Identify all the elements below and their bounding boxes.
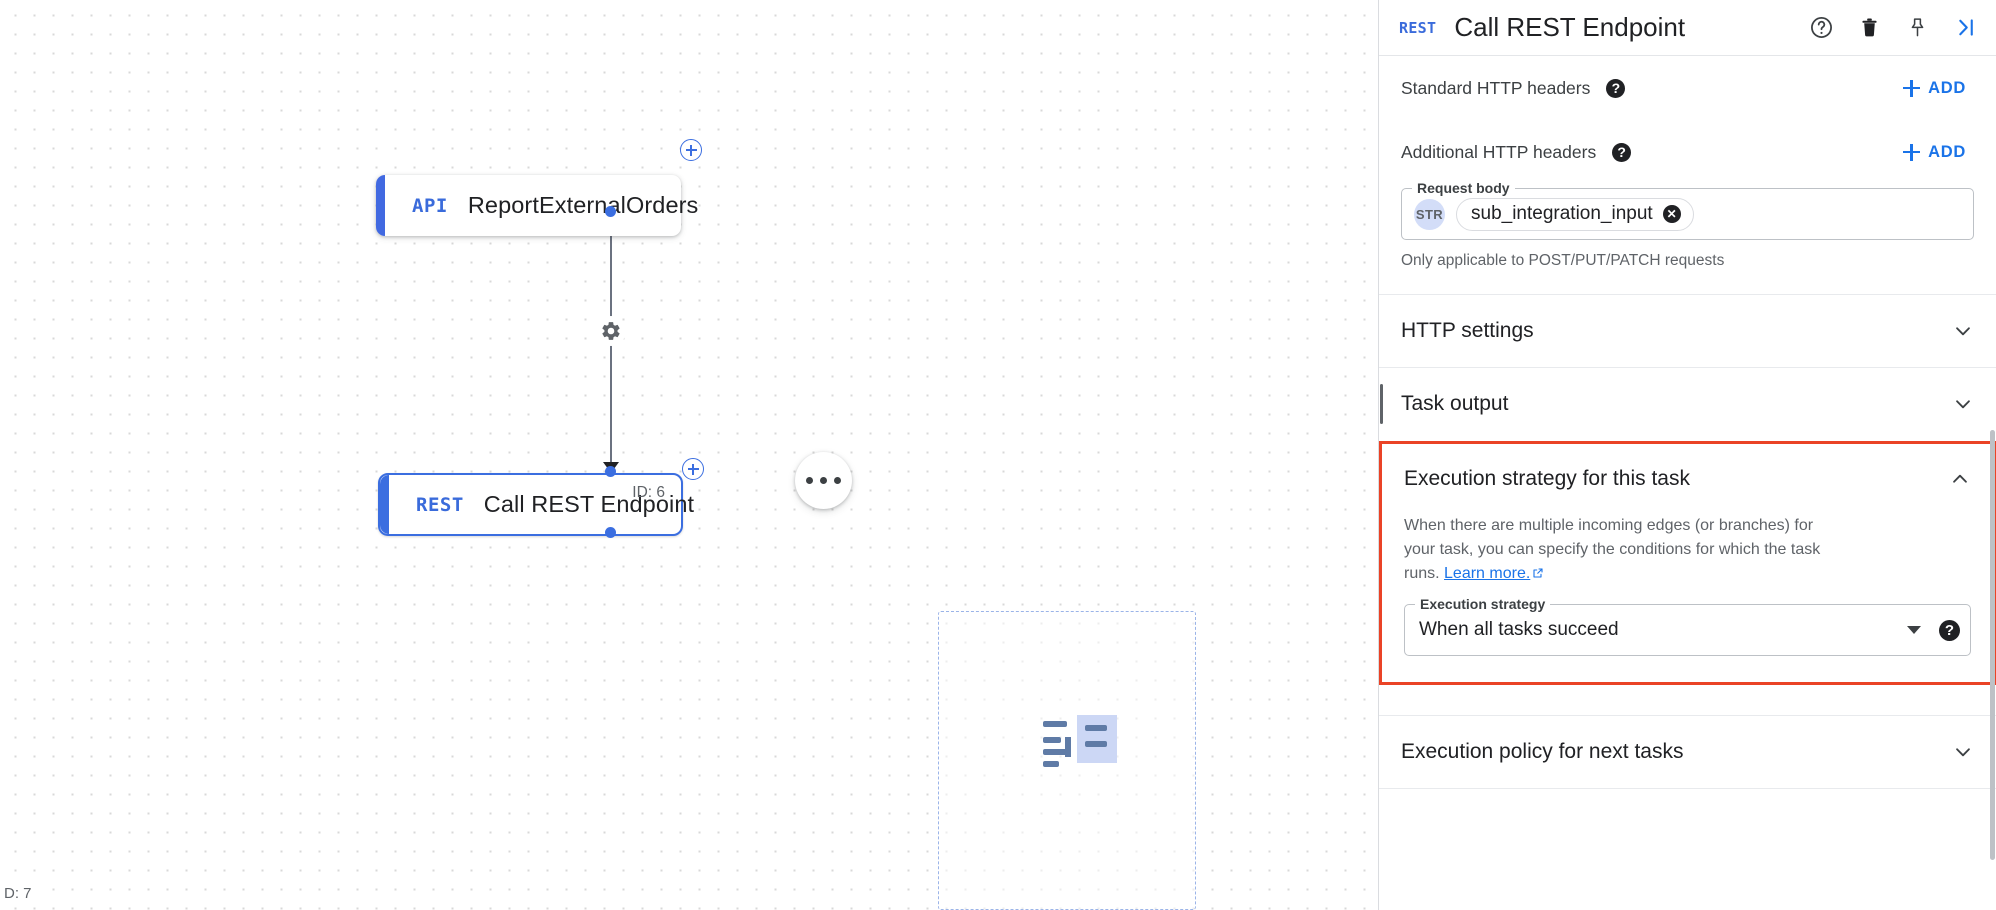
node-accent-bar (380, 475, 389, 534)
learn-more-link[interactable]: Learn more. (1444, 565, 1530, 582)
section-title: Execution strategy for this task (1404, 467, 1690, 490)
section-execution-strategy[interactable]: Execution strategy for this task When th… (1379, 441, 1996, 685)
workflow-canvas[interactable]: API ReportExternalOrders REST Call REST … (0, 0, 1378, 910)
add-additional-header-button[interactable]: ADD (1895, 137, 1974, 168)
node-title: Call REST Endpoint (483, 491, 695, 517)
close-icon[interactable]: ✕ (1662, 205, 1681, 223)
execution-strategy-description: When there are multiple incoming edges (… (1382, 514, 1852, 586)
description-line-2: you can specify the conditions for which… (1404, 541, 1821, 582)
section-task-output[interactable]: Task output (1379, 368, 1996, 440)
chevron-down-icon[interactable] (1952, 320, 1974, 342)
request-body-input[interactable]: Request body STR sub_integration_input ✕ (1401, 180, 1974, 240)
pin-icon[interactable] (1900, 11, 1934, 45)
section-execution-policy[interactable]: Execution policy for next tasks (1379, 716, 1996, 788)
help-tooltip-icon[interactable]: ? (1606, 78, 1626, 98)
divider (1379, 367, 1996, 368)
drop-target-icon (1043, 715, 1117, 767)
chevron-down-icon[interactable] (1952, 741, 1974, 763)
divider (1379, 715, 1996, 716)
learn-more-label: Learn more. (1444, 565, 1531, 582)
add-standard-header-button[interactable]: ADD (1895, 73, 1974, 104)
task-config-panel[interactable]: REST Call REST Endpoint (1378, 0, 1996, 910)
chevron-down-icon[interactable] (1907, 626, 1921, 634)
panel-header: REST Call REST Endpoint (1379, 0, 1996, 56)
collapse-panel-icon[interactable] (1948, 11, 1982, 45)
section-title: Execution policy for next tasks (1401, 740, 1684, 763)
node-type-badge: API (412, 194, 448, 217)
variable-name: sub_integration_input (1471, 203, 1653, 224)
section-title: Task output (1401, 392, 1509, 415)
node-call-rest-endpoint[interactable]: REST Call REST Endpoint ID: 6 (378, 473, 694, 536)
external-link-icon (1532, 563, 1544, 578)
node-output-port[interactable] (605, 527, 616, 538)
scroll-indicator (1380, 384, 1383, 424)
plus-icon (1903, 79, 1921, 97)
delete-icon[interactable] (1852, 11, 1886, 45)
variable-chip[interactable]: sub_integration_input ✕ (1456, 197, 1694, 231)
more-dot (833, 476, 842, 485)
page-title: Call REST Endpoint (1454, 12, 1686, 42)
add-label: ADD (1928, 142, 1966, 161)
node-id-label: ID: 6 (632, 484, 665, 501)
help-tooltip-icon[interactable]: ? (1939, 619, 1960, 641)
divider (1379, 788, 1996, 789)
add-node-plus-icon[interactable] (680, 139, 702, 161)
execution-strategy-field-wrap: Execution strategy When all tasks succee… (1382, 586, 1993, 682)
variable-type-chip: STR (1414, 198, 1445, 230)
add-node-plus-icon[interactable] (682, 458, 704, 480)
more-options-icon[interactable] (795, 452, 852, 509)
description-line-1: When there are multiple incoming edges (… (1404, 517, 1814, 558)
node-output-port[interactable] (605, 206, 616, 217)
canvas-corner-label: D: 7 (0, 884, 36, 903)
standard-http-headers-row: Standard HTTP headers ? ADD (1379, 56, 1996, 120)
divider (1379, 294, 1996, 295)
execution-strategy-select[interactable]: Execution strategy When all tasks succee… (1404, 596, 1971, 656)
node-input-port[interactable] (605, 466, 616, 477)
more-dot (805, 476, 814, 485)
section-http-settings[interactable]: HTTP settings (1379, 295, 1996, 367)
node-type-badge: REST (416, 493, 464, 516)
help-tooltip-icon[interactable]: ? (1612, 142, 1632, 162)
gear-icon[interactable] (596, 316, 626, 346)
execution-strategy-legend: Execution strategy (1415, 596, 1551, 612)
add-label: ADD (1928, 78, 1966, 97)
node-report-external-orders[interactable]: API ReportExternalOrders (376, 175, 698, 236)
chevron-up-icon[interactable] (1949, 468, 1971, 490)
help-icon[interactable] (1804, 11, 1838, 45)
execution-strategy-value: When all tasks succeed (1419, 619, 1619, 640)
request-body-helper-text: Only applicable to POST/PUT/PATCH reques… (1401, 252, 1725, 269)
chevron-down-icon[interactable] (1952, 393, 1974, 415)
more-dot (819, 476, 828, 485)
plus-icon (1903, 143, 1921, 161)
node-title: ReportExternalOrders (467, 192, 699, 218)
standard-http-headers-label: Standard HTTP headers (1401, 77, 1591, 98)
request-body-field-wrap: Request body STR sub_integration_input ✕ (1379, 180, 1996, 240)
execution-strategy-header[interactable]: Execution strategy for this task (1382, 444, 1993, 514)
additional-http-headers-row: Additional HTTP headers ? ADD (1379, 120, 1996, 184)
section-title: HTTP settings (1401, 319, 1534, 342)
panel-scrollbar[interactable] (1990, 430, 1995, 860)
additional-http-headers-label: Additional HTTP headers (1401, 141, 1597, 162)
node-accent-bar (376, 175, 385, 236)
drop-target-zone[interactable] (938, 611, 1196, 910)
request-body-legend: Request body (1412, 180, 1515, 196)
panel-type-badge: REST (1399, 18, 1437, 37)
